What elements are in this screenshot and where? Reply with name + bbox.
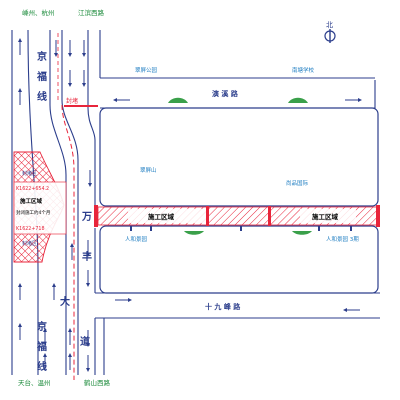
wanfeng-road-lines: [77, 30, 96, 375]
lower-markers: [130, 226, 352, 231]
wanfeng-char-3: 大: [60, 295, 70, 308]
block-upper: [99, 107, 379, 207]
work-zone-right-label: 施工区域: [312, 212, 339, 221]
road-label-yanxi: 演 溪 路: [212, 89, 239, 98]
expressway-bottom-char-2: 福: [36, 340, 47, 353]
closure-centerline: [61, 104, 75, 380]
closure-zone-label: 施工区域: [20, 197, 43, 205]
dest-bottom-right: 鹤山西路: [84, 378, 111, 387]
expressway-bottom-char-3: 线: [37, 360, 47, 373]
road-closed-label: 封堵: [66, 97, 78, 105]
work-zone-right-box: [300, 209, 356, 223]
dest-bottom-left: 天台、温州: [18, 378, 51, 387]
area-nanchang-school: 南塘学校: [292, 66, 315, 74]
area-renhe: 人和景园: [125, 235, 148, 243]
area-shangpin: 尚品国际: [286, 179, 309, 187]
block-lower: [99, 225, 379, 294]
closure-label-bottom: 封堵区: [22, 240, 37, 247]
road-label-shijiufeng: 十 九 峰 路: [205, 302, 241, 311]
wanfeng-char-1: 万: [81, 211, 92, 223]
closure-stake-2: K1622+718: [16, 226, 45, 232]
work-zone-end-markers: [94, 205, 380, 227]
work-zone-left-box: [128, 209, 208, 223]
wanfeng-char-4: 道: [80, 335, 90, 348]
expressway-char-3: 线: [37, 90, 47, 103]
expressway-char-1: 京: [37, 50, 47, 63]
area-cuiping-park: 翠屏公园: [135, 67, 158, 74]
work-zone-left-label: 施工区域: [148, 212, 175, 221]
closure-label-top: 封堵区: [22, 170, 37, 177]
expressway-char-2: 福: [36, 70, 47, 83]
closure-zone-sub: 封闭施工约4个月: [16, 209, 50, 216]
closure-stake-1: K1622+654.2: [16, 186, 49, 192]
area-renhe-3: 人和景园 3期: [326, 235, 359, 243]
dest-top-left: 嵊州、杭州: [22, 8, 55, 17]
wanfeng-char-2: 丰: [82, 250, 92, 263]
dest-top-right: 江滨西路: [78, 8, 105, 17]
compass: 北: [324, 21, 336, 43]
lane-arrows: [18, 38, 92, 372]
expressway-bottom-char-1: 京: [37, 320, 47, 333]
area-cuiping-mountain: 翠屏山: [140, 166, 157, 174]
compass-north-label: 北: [326, 21, 333, 29]
closure-label-box: [13, 181, 67, 235]
horizontal-arrows: [113, 98, 362, 312]
traffic-islands: [168, 97, 312, 235]
